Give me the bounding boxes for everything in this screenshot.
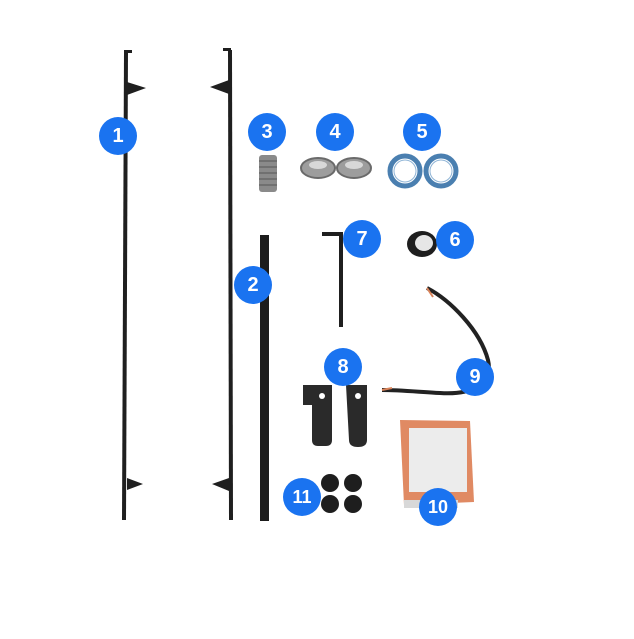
badge-10: 10 <box>419 488 457 526</box>
o-ring-icon <box>387 153 459 189</box>
rod-icon <box>210 48 233 521</box>
rubber-grommet-icon <box>407 231 437 257</box>
flat-bar-icon <box>260 235 269 521</box>
badge-5: 5 <box>403 113 441 151</box>
badge-2: 2 <box>234 266 272 304</box>
allen-key-icon <box>322 232 343 327</box>
button-foot-icon <box>321 474 362 513</box>
badge-8: 8 <box>324 348 362 386</box>
threaded-spacer-icon <box>259 155 277 192</box>
badge-1: 1 <box>99 117 137 155</box>
badge-7: 7 <box>343 220 381 258</box>
badge-9: 9 <box>456 358 494 396</box>
badge-6: 6 <box>436 221 474 259</box>
badge-3: 3 <box>248 113 286 151</box>
bracket-icon <box>303 385 367 447</box>
nut-icon <box>300 157 372 179</box>
badge-4: 4 <box>316 113 354 151</box>
badge-11: 11 <box>283 478 321 516</box>
